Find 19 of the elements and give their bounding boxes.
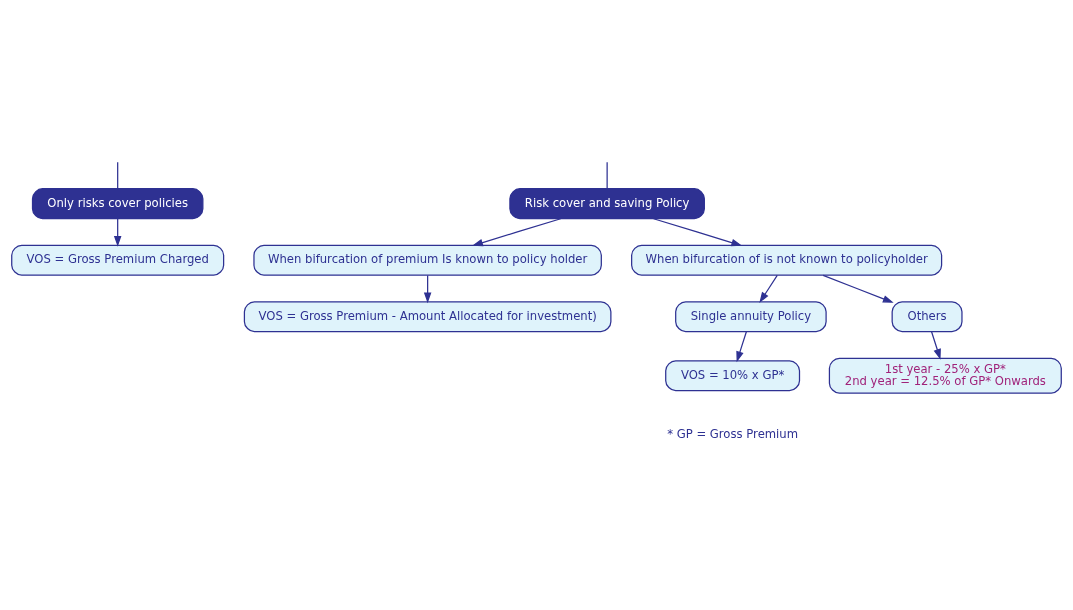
node-box: When bifurcation of premium Is known to policy holder — [253, 244, 602, 276]
node-box: 1st year - 25% x GP* 2nd year = 12.5% of GP* Onwards — [828, 357, 1062, 394]
node-box: VOS = 10% x GP* — [665, 359, 801, 391]
node-box: Risk cover and saving Policy — [509, 187, 705, 219]
node-box: Only risks cover policies — [31, 187, 204, 219]
node-box: VOS = Gross Premium Charged — [11, 244, 225, 276]
node-box: When bifurcation of is not known to policyholder — [631, 244, 943, 276]
label: * GP = Gross Premium — [667, 426, 799, 441]
arrow — [736, 330, 747, 362]
connector — [606, 161, 608, 189]
connector — [117, 161, 119, 189]
arrow — [930, 330, 941, 360]
arrow — [822, 274, 894, 303]
arrow — [652, 217, 743, 246]
arrow — [759, 274, 778, 303]
node-box: VOS = Gross Premium - Amount Allocated for investment) — [243, 300, 612, 332]
arrow — [472, 217, 562, 246]
node-box: Others — [891, 300, 963, 332]
node-box: Single annuity Policy — [675, 300, 827, 332]
